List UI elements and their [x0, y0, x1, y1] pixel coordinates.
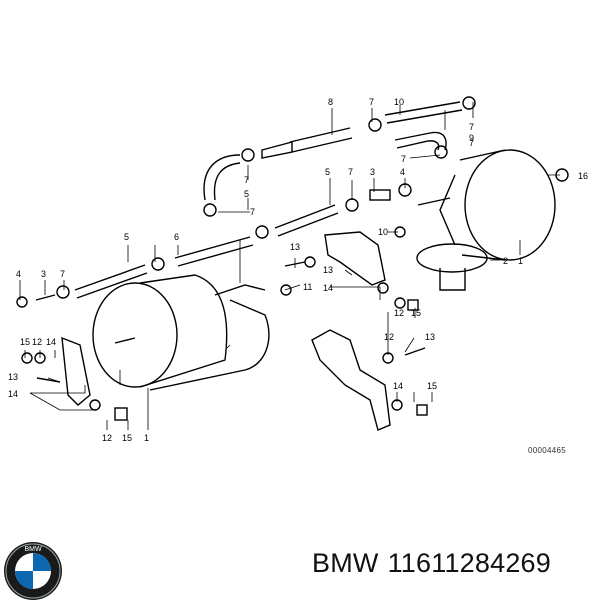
callout-label: 7: [469, 138, 474, 148]
callout-label: 12: [394, 308, 404, 318]
callout-labels: 8 7 10 7 7 9 7 5 7 5 7 3 4 16 5 7 6 13 1…: [8, 97, 588, 443]
callout-label: 5: [325, 167, 330, 177]
bmw-logo-icon: BMW: [4, 542, 62, 600]
bracket-left: [61, 336, 91, 406]
callout-label: 16: [578, 171, 588, 181]
flange-spout: [439, 268, 466, 291]
hose-left: [174, 236, 254, 267]
callout-label: 3: [370, 167, 375, 177]
hose-top-right: [384, 101, 463, 124]
parts-diagram: 8 7 10 7 7 9 7 5 7 5 7 3 4 16 5 7 6 13 1…: [8, 96, 588, 443]
callout-label: 7: [60, 269, 65, 279]
hose-far-left: [74, 264, 148, 299]
cylinder-body-left: [139, 274, 228, 388]
svg-text:BMW: BMW: [24, 546, 42, 553]
cylinder-neck: [214, 284, 266, 296]
callout-label: 15: [411, 308, 421, 318]
elbow-hose-right: [394, 131, 447, 151]
callout-label: 14: [393, 381, 403, 391]
bracket-center: [324, 231, 386, 286]
callout-label: 3: [41, 269, 46, 279]
callout-label: 7: [469, 122, 474, 132]
cylinder-end-left: [92, 282, 178, 388]
callout-label: 14: [323, 283, 333, 293]
canister-body: [439, 149, 506, 261]
callout-label: 4: [16, 269, 21, 279]
callout-label: 12: [32, 337, 42, 347]
callout-label: 7: [348, 167, 353, 177]
bracket-lower: [311, 329, 391, 431]
callout-label: 1: [518, 256, 523, 266]
callout-label: 9: [469, 133, 474, 143]
callout-label: 4: [400, 167, 405, 177]
part-caption: BMW 11611284269: [312, 548, 560, 579]
canister-face: [464, 149, 556, 261]
callout-label: 7: [401, 154, 406, 164]
callout-label: 6: [174, 232, 179, 242]
callout-label: 7: [244, 175, 249, 185]
flange: [416, 243, 488, 273]
callout-label: 11: [303, 282, 312, 292]
hose-mid: [274, 204, 339, 237]
callout-label: 1: [144, 433, 149, 443]
callout-label: 15: [427, 381, 437, 391]
elbow-hose-left: [203, 154, 241, 201]
reference-code: 00004465: [528, 446, 566, 455]
callout-label: 13: [425, 332, 435, 342]
callout-label: 12: [384, 332, 394, 342]
callout-label: 2: [503, 256, 508, 266]
callout-label: 15: [122, 433, 132, 443]
callout-label: 8: [328, 97, 333, 107]
callout-label: 5: [244, 189, 249, 199]
callout-label: 7: [250, 207, 255, 217]
callout-label: 15: [20, 337, 30, 347]
callout-label: 10: [394, 97, 404, 107]
brand-name: BMW: [312, 548, 379, 578]
callout-label: 10: [378, 227, 388, 237]
callout-label: 13: [323, 265, 333, 275]
hose-upper: [289, 127, 353, 153]
hose-connector: [261, 141, 293, 159]
callout-label: 5: [124, 232, 129, 242]
callout-label: 13: [8, 372, 18, 382]
callout-label: 14: [8, 389, 18, 399]
callout-label: 14: [46, 337, 56, 347]
cylinder-cradle: [149, 299, 270, 391]
callout-label: 7: [369, 97, 374, 107]
callout-label: 12: [102, 433, 112, 443]
callout-label: 13: [290, 242, 300, 252]
part-number: 11611284269: [387, 548, 551, 578]
